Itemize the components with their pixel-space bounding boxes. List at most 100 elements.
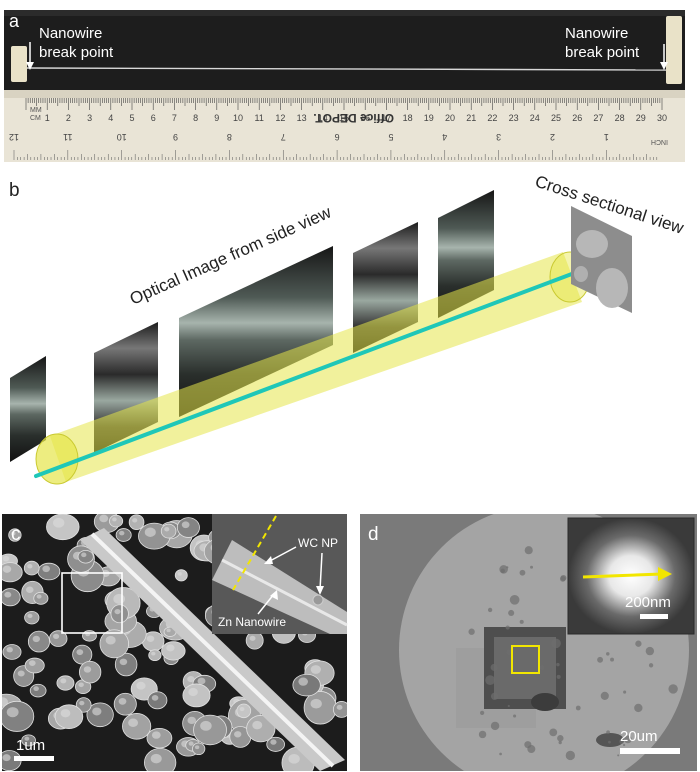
surface-spot (623, 690, 627, 694)
zn-particle-highlight (83, 666, 92, 673)
surface-spot (539, 665, 545, 670)
panel-c: WC NP Zn Nanowire c 1um (2, 514, 348, 771)
zn-particle-highlight (99, 514, 109, 523)
zn-particle-highlight (28, 660, 36, 666)
zn-particle (2, 644, 22, 660)
zn-particle-highlight (132, 518, 138, 523)
zn-particle (108, 514, 124, 528)
ruler-cm-number: 20 (445, 113, 455, 123)
ruler-cm-number: 13 (297, 113, 307, 123)
ruler-unit-cm: CM (30, 115, 41, 122)
line-profile-arrowhead (658, 567, 672, 581)
zn-particle (8, 528, 22, 542)
surface-spot (527, 745, 536, 754)
zn-particle-highlight (112, 517, 117, 522)
ruler-cm-number: 10 (233, 113, 243, 123)
ruler-inch-number: 12 (9, 132, 19, 142)
surface-spot (506, 649, 512, 655)
surface-spot (575, 705, 581, 711)
zn-particle-highlight (24, 736, 30, 741)
surface-spot (606, 652, 610, 656)
surface-spot (622, 743, 626, 747)
surface-spot (505, 625, 510, 630)
inset-nanowire (212, 540, 347, 634)
surface-spot (490, 721, 500, 731)
panel-a-letter: a (9, 11, 20, 31)
ruler-cm-number: 4 (108, 113, 113, 123)
zn-particle (56, 675, 75, 691)
surface-spot (507, 704, 510, 708)
surface-spot (480, 710, 485, 716)
surface-spot (509, 594, 520, 605)
zn-particle (122, 713, 152, 740)
zn-particle-highlight (53, 633, 60, 640)
zn-particle (160, 523, 177, 539)
zn-particle-highlight (151, 651, 156, 656)
optical-image-panel-1 (10, 356, 46, 462)
surface-spot (608, 740, 611, 744)
zn-particle-highlight (33, 686, 39, 692)
zn-particle (332, 701, 347, 718)
ruler-cm-number: 29 (636, 113, 646, 123)
surface-spot (559, 575, 566, 582)
ruler-inch-number: 4 (442, 132, 447, 142)
zn-particle (99, 629, 129, 659)
ruler-cm-number: 25 (551, 113, 561, 123)
ruler-inch-number: 9 (173, 132, 178, 142)
zn-particle-highlight (119, 658, 128, 666)
ruler-inch-number: 1 (604, 132, 609, 142)
zn-particle (24, 610, 40, 625)
surface-spot (485, 675, 496, 686)
inset-scale-label-d: 200nm (625, 594, 671, 611)
zn-particle-highlight (78, 682, 84, 688)
zn-particle-highlight (26, 586, 34, 593)
zn-particle-highlight (197, 677, 206, 685)
zn-particle-highlight (239, 707, 245, 712)
zn-particle (115, 528, 132, 542)
zn-particle-highlight (187, 716, 197, 725)
zn-particle-highlight (151, 695, 159, 701)
cross-section-particle-1 (576, 230, 608, 258)
surface-defect-2 (596, 733, 624, 747)
surface-spot (490, 663, 498, 671)
surface-spot (668, 684, 678, 694)
zn-particle (113, 692, 137, 716)
ruler-cm-number: 23 (509, 113, 519, 123)
zn-particle-highlight (2, 555, 10, 562)
ruler-inch-label: INCH (651, 138, 668, 145)
zn-particle (245, 631, 264, 650)
zn-particle (23, 560, 40, 576)
zn-particle-highlight (2, 565, 12, 573)
zn-particle (182, 683, 211, 708)
ruler-inch-number: 11 (63, 132, 72, 142)
surface-spot (556, 662, 560, 667)
zn-particle-highlight (298, 677, 308, 686)
zn-particle-highlight (150, 753, 162, 764)
wc-np-arrow-1 (267, 546, 297, 563)
ruler-inch-number: 2 (550, 132, 555, 142)
surface-spot (556, 674, 561, 679)
zn-particle-highlight (60, 678, 67, 684)
surface-spot (500, 568, 505, 574)
zn-particle-highlight (114, 608, 121, 615)
surface-spot (499, 752, 502, 756)
zn-particle (161, 641, 186, 661)
surface-spot (557, 735, 564, 742)
surface-spot (610, 657, 614, 662)
zn-particle (82, 630, 97, 642)
zn-particle-highlight (249, 635, 256, 641)
inset-nanowire-edge (221, 558, 348, 627)
surface-spot (623, 735, 632, 744)
zn-particle-highlight (146, 635, 155, 642)
zn-particle-highlight (42, 565, 51, 573)
panel-d: 200nm d 20um (360, 514, 697, 771)
ruler-cm-number: 24 (530, 113, 540, 123)
ruler-cm-number: 5 (129, 113, 134, 123)
zn-particle-highlight (336, 704, 343, 710)
surface-spot (487, 607, 493, 613)
zn-particle-highlight (2, 754, 11, 762)
zn-particle-highlight (6, 646, 13, 653)
zn-particle (110, 604, 129, 624)
